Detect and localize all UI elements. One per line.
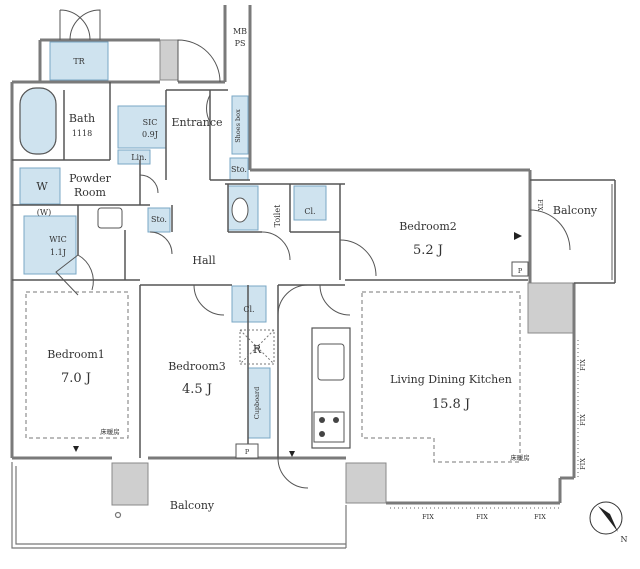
washer-label: W (36, 180, 48, 193)
bath-size-label: 1118 (72, 129, 92, 138)
mb-label: MB (233, 27, 247, 36)
lin-label: Lin. (131, 153, 147, 162)
fix-label-4: FIX (579, 359, 587, 371)
closet-label-toilet: Cl. (304, 207, 315, 216)
sic-label: SIC (143, 118, 158, 127)
tr-label: TR (73, 57, 85, 66)
stove-burners-icon (319, 417, 339, 437)
vanity-sink (97, 207, 123, 229)
toilet-bowl (231, 197, 249, 223)
fix-label-1: FIX (422, 513, 434, 521)
pipe-box-1 (511, 261, 529, 277)
balcony-lower-label: Balcony (170, 499, 215, 512)
floor-heating-label-ldk: 床暖房 (510, 453, 530, 462)
powder-label: Powder (69, 172, 112, 185)
ldk-label: Living Dining Kitchen (390, 373, 512, 386)
fix-label-2: FIX (476, 513, 488, 521)
ps-label: PS (235, 39, 246, 48)
fix-label-5: FIX (579, 414, 587, 426)
room-labels: TR Bath 1118 SIC 0.9J Entrance Shoes box… (36, 27, 627, 544)
north-compass-icon (589, 501, 623, 535)
fix-label-3: FIX (534, 513, 546, 521)
fix-label-7: FIX (536, 199, 544, 211)
sto-label-hall: Sto. (151, 215, 167, 224)
bath-label: Bath (69, 112, 95, 125)
p-label-kitchen: P (245, 448, 250, 456)
sic-size-label: 0.9J (142, 130, 158, 139)
doors (55, 9, 571, 489)
fix-label-6: FIX (579, 458, 587, 470)
bedroom1-label: Bedroom1 (47, 348, 105, 361)
cupboard-label: Cupboard (253, 387, 261, 420)
lower-balcony (11, 462, 347, 549)
partitions (12, 82, 616, 458)
wic-label: WIC (49, 235, 67, 244)
bedroom2-label: Bedroom2 (399, 220, 457, 233)
refrigerator-box (239, 329, 275, 365)
toilet-label: Toilet (273, 204, 282, 227)
entrance-label: Entrance (171, 116, 222, 129)
wic-size-label: 1.1J (50, 248, 66, 257)
sto-label-entrance: Sto. (231, 165, 247, 174)
kitchen-sink (317, 343, 345, 381)
floor-heating-outlines (25, 291, 521, 463)
bedroom1-size-label: 7.0 J (61, 371, 91, 386)
bedroom3-label: Bedroom3 (168, 360, 226, 373)
floor-heating-label-bedroom1: 床暖房 (100, 427, 120, 436)
stove (313, 411, 345, 443)
w-closet-label: (W) (37, 208, 51, 217)
closet-label-bedroom3: Cl. (243, 305, 254, 314)
room-label: Room (74, 186, 107, 199)
bathtub (19, 87, 57, 155)
structural-columns (111, 39, 575, 506)
refrigerator-label: R (253, 343, 262, 356)
triangle-markers (73, 232, 522, 457)
hall-label: Hall (192, 254, 216, 267)
ldk-size-label: 15.8 J (432, 397, 470, 412)
balcony-upper-label: Balcony (553, 204, 598, 217)
p-label-bedroom2: P (518, 267, 523, 275)
bedroom2-size-label: 5.2 J (413, 243, 443, 258)
fixtures (19, 41, 327, 439)
bedroom3-size-label: 4.5 J (182, 382, 212, 397)
north-label: N (621, 535, 628, 544)
pipe-box-2 (235, 443, 259, 459)
shoes-box-label: Shoes box (234, 109, 242, 143)
fix-windows (390, 340, 579, 509)
walls (10, 5, 576, 505)
